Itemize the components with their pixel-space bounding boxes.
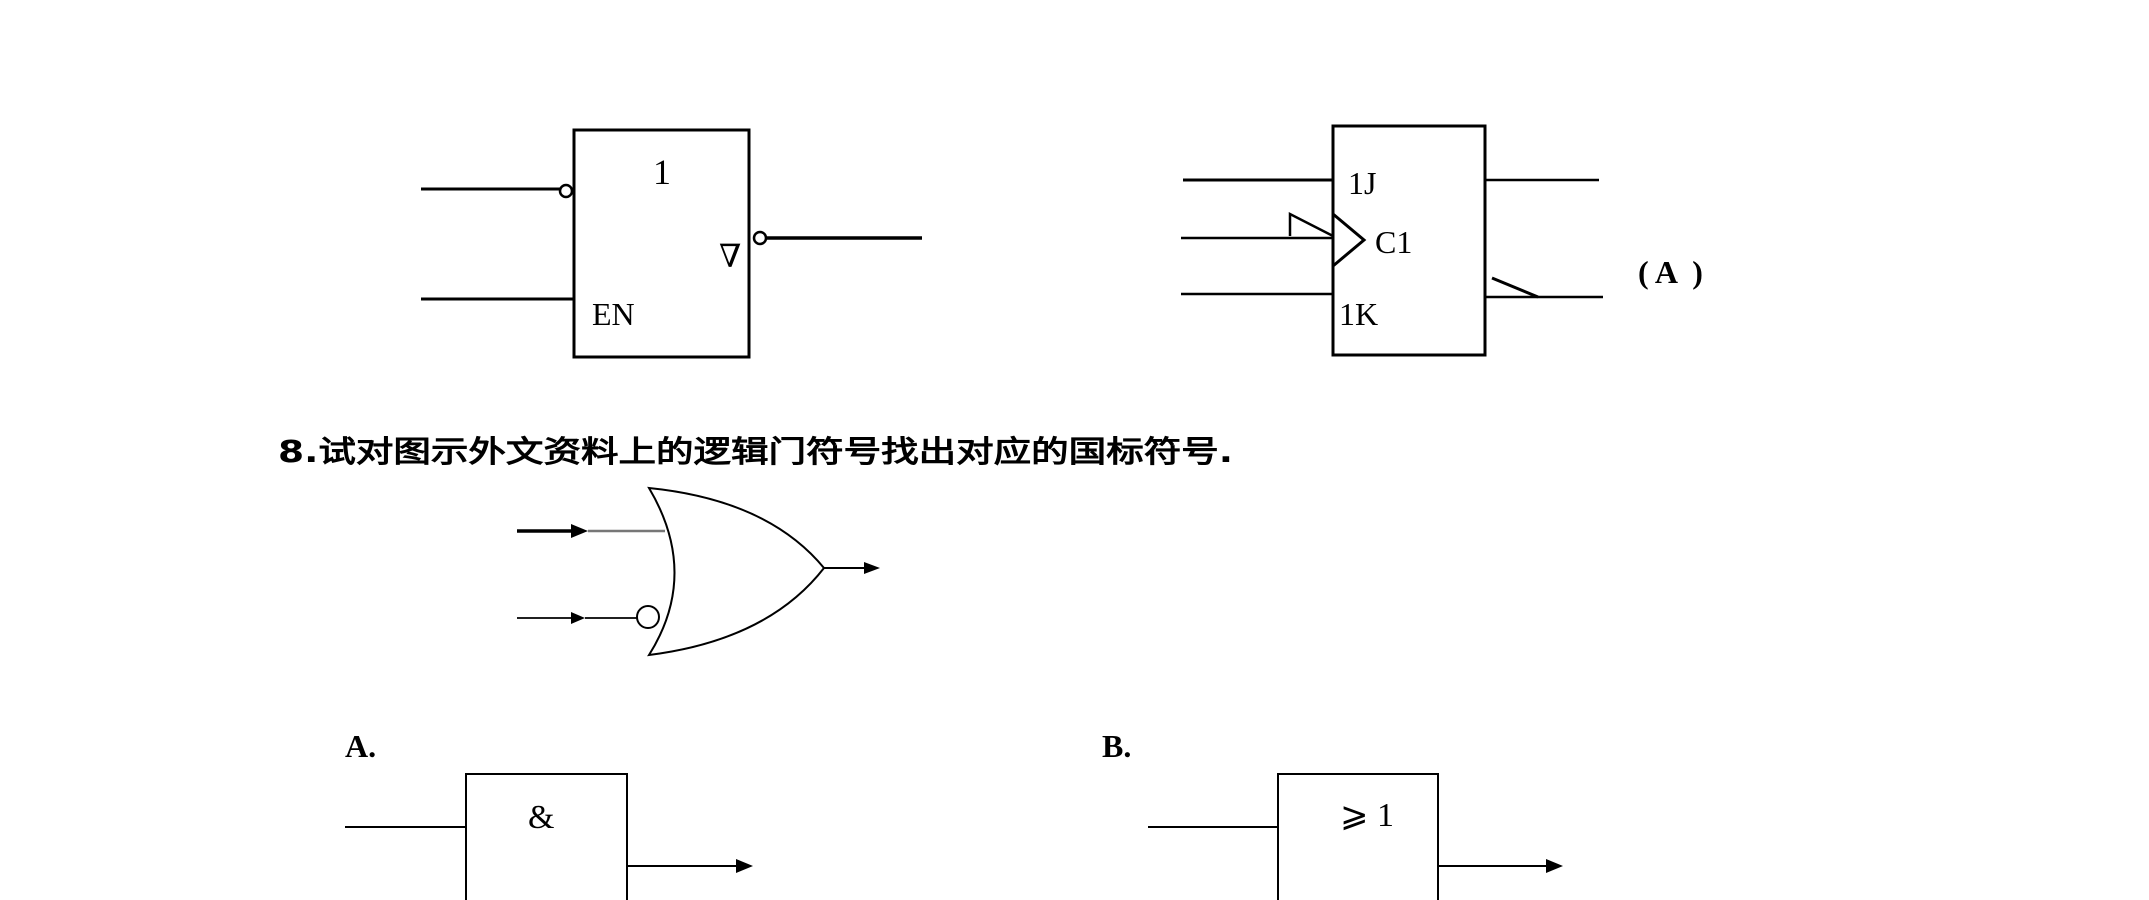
clock-polarity-marker bbox=[1288, 211, 1334, 238]
q-bar-negation-marker bbox=[1491, 276, 1539, 299]
clock-triangle bbox=[1332, 212, 1367, 268]
jk-flipflop bbox=[1181, 124, 1603, 357]
flipflop-j-label: 1J bbox=[1348, 165, 1376, 201]
flipflop-box bbox=[1331, 124, 1487, 357]
or-input-1-arrow bbox=[571, 524, 588, 538]
or-gate-body bbox=[647, 486, 826, 657]
buffer-box bbox=[572, 128, 751, 359]
buffer-top-label: 1 bbox=[653, 152, 671, 192]
answer-label: ( A ) bbox=[1638, 254, 1703, 290]
option-b-or-gate bbox=[1148, 773, 1563, 900]
and-output-arrow bbox=[736, 859, 753, 873]
option-a-and-gate bbox=[345, 773, 753, 900]
or-gate-symbol-label: ⩾ 1 bbox=[1340, 797, 1394, 834]
question-text: 8.试对图示外文资料上的逻辑门符号找出对应的国标符号. bbox=[278, 435, 1233, 470]
or-output-arrow bbox=[864, 562, 880, 574]
and-gate-symbol: & bbox=[528, 799, 554, 836]
or-iec-gate-box bbox=[1277, 773, 1439, 900]
tristate-buffer bbox=[421, 128, 922, 359]
buffer-output-symbol: ∇ bbox=[719, 238, 741, 274]
option-a-letter: A. bbox=[345, 728, 376, 764]
buffer-enable-label: EN bbox=[592, 296, 635, 332]
or-input-inversion-bubble bbox=[636, 605, 660, 629]
buffer-output-inversion-bubble bbox=[752, 230, 768, 246]
flipflop-k-label: 1K bbox=[1339, 296, 1378, 332]
or-gate-symbol bbox=[517, 486, 880, 657]
flipflop-clock-label: C1 bbox=[1375, 224, 1412, 260]
option-b-letter: B. bbox=[1102, 728, 1131, 764]
buffer-input-inversion-bubble bbox=[558, 183, 574, 199]
and-gate-box bbox=[465, 773, 628, 900]
or-iec-output-arrow bbox=[1546, 859, 1563, 873]
or-input-2-arrow bbox=[571, 612, 585, 624]
